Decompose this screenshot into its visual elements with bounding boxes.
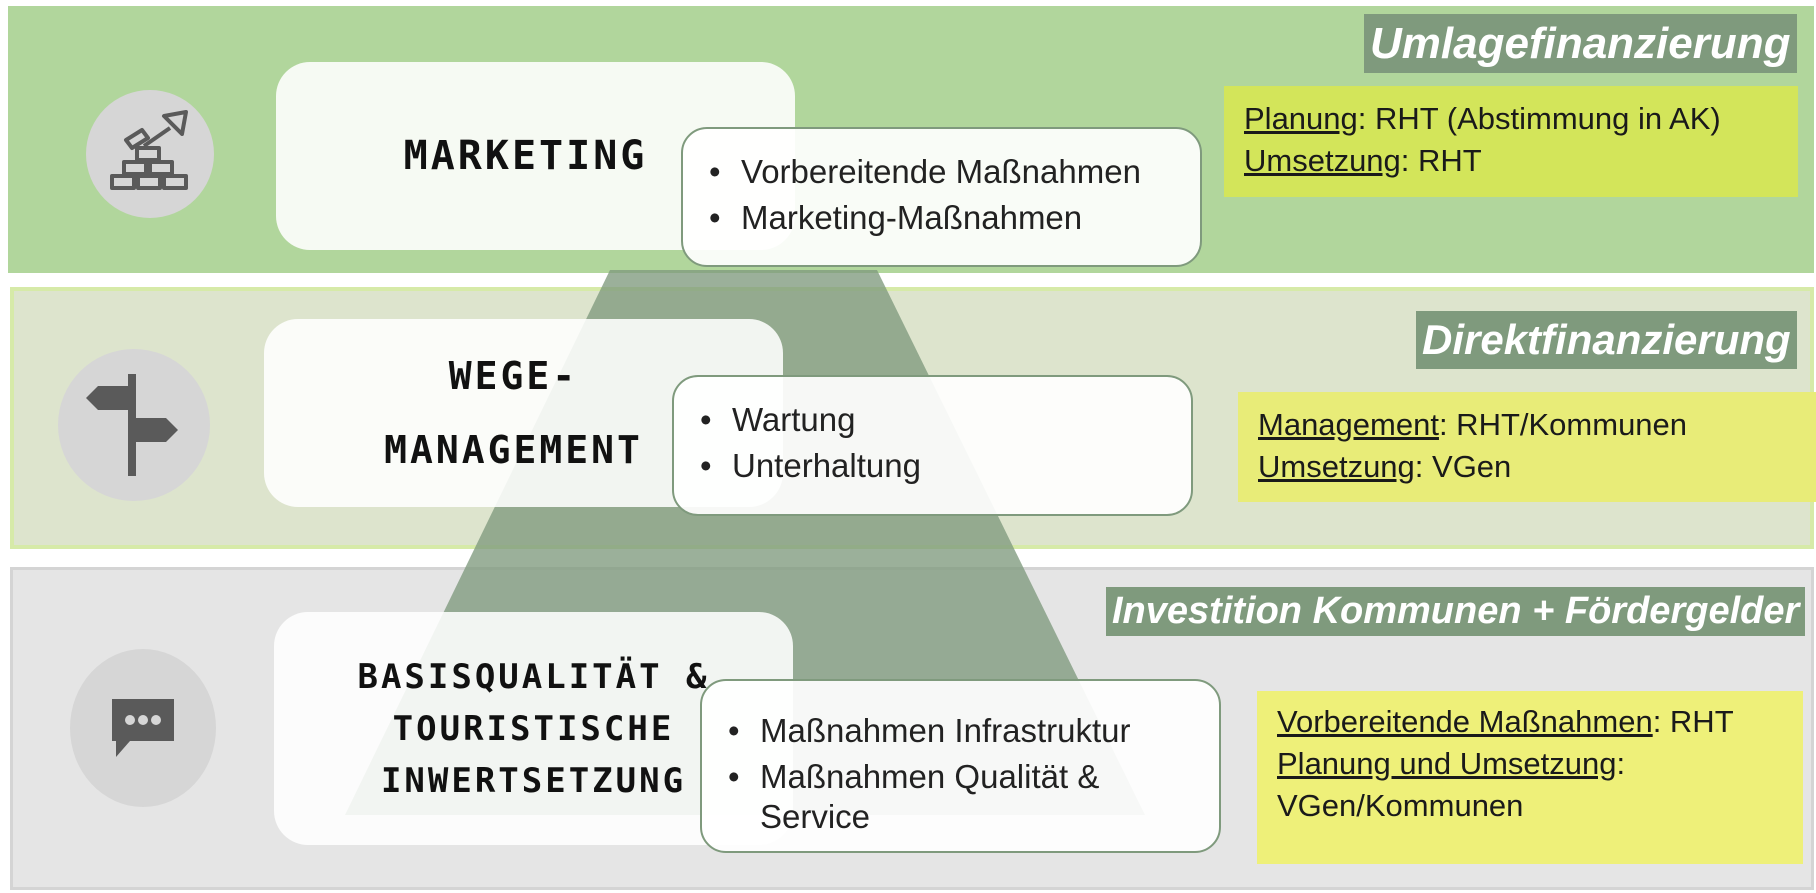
list-item: Vorbereitende Maßnahmen (703, 149, 1200, 195)
responsibility-row: Planung und Umsetzung: (1277, 743, 1803, 785)
responsibility-row: VGen/Kommunen (1277, 785, 1803, 827)
tier-title-line: WEGE- (448, 354, 579, 398)
icon-circle-wegemanagement (58, 349, 210, 501)
tier-title-line: MANAGEMENT (384, 428, 643, 472)
responsibility-value: : RHT (1400, 143, 1482, 178)
list-item: Wartung (694, 397, 1191, 443)
responsibility-row: Management: RHT/Kommunen (1258, 404, 1816, 446)
responsibility-row: Umsetzung: VGen (1258, 446, 1816, 488)
responsibility-row: Vorbereitende Maßnahmen: RHT (1277, 701, 1803, 743)
responsibility-value: : RHT (Abstimmung in AK) (1357, 101, 1721, 136)
responsibility-role: Planung und Umsetzung (1277, 746, 1617, 781)
measures-list-wegemanagement: Wartung Unterhaltung (672, 375, 1193, 516)
tier-title-line: BASISQUALITÄT & (357, 656, 710, 697)
chat-bubble-icon (112, 699, 174, 757)
responsibility-value: : (1616, 746, 1626, 781)
responsibility-role: Planung (1244, 101, 1358, 136)
list-item: Maßnahmen Qualität & Service (722, 757, 1160, 837)
responsibility-role: Umsetzung (1258, 449, 1415, 484)
responsibility-value: : RHT (1652, 704, 1734, 739)
responsibility-role: Umsetzung (1244, 143, 1401, 178)
icon-circle-basisqualitaet (70, 649, 216, 807)
responsibility-value: VGen/Kommunen (1277, 788, 1524, 823)
financing-label-marketing: Umlagefinanzierung (1364, 14, 1797, 73)
list-item: Maßnahmen Infrastruktur (722, 711, 1219, 751)
responsibility-row: Umsetzung: RHT (1244, 140, 1798, 182)
responsibility-box-marketing: Planung: RHT (Abstimmung in AK) Umsetzun… (1224, 86, 1798, 197)
responsibility-value: : VGen (1414, 449, 1512, 484)
measures-list-basisqualitaet: Maßnahmen Infrastruktur Maßnahmen Qualit… (700, 679, 1221, 853)
responsibility-role: Vorbereitende Maßnahmen (1277, 704, 1653, 739)
trowel-bricks-icon (110, 110, 188, 190)
icon-circle-marketing (86, 90, 214, 218)
financing-label-wegemanagement: Direktfinanzierung (1416, 311, 1797, 369)
tier-title-line: INWERTSETZUNG (380, 760, 687, 801)
responsibility-row: Planung: RHT (Abstimmung in AK) (1244, 98, 1798, 140)
tier-title-line: MARKETING (403, 133, 648, 179)
responsibility-value: : RHT/Kommunen (1438, 407, 1688, 442)
responsibility-role: Management (1258, 407, 1439, 442)
list-item: Marketing-Maßnahmen (703, 195, 1200, 241)
signpost-icon (86, 374, 178, 476)
measures-list-marketing: Vorbereitende Maßnahmen Marketing-Maßnah… (681, 127, 1202, 267)
responsibility-box-wegemanagement: Management: RHT/Kommunen Umsetzung: VGen (1238, 392, 1816, 502)
financing-label-basisqualitaet: Investition Kommunen + Fördergelder (1106, 587, 1806, 636)
tier-title-line: TOURISTISCHE (392, 708, 675, 749)
list-item: Unterhaltung (694, 443, 1191, 489)
responsibility-box-basisqualitaet: Vorbereitende Maßnahmen: RHT Planung und… (1257, 691, 1803, 864)
